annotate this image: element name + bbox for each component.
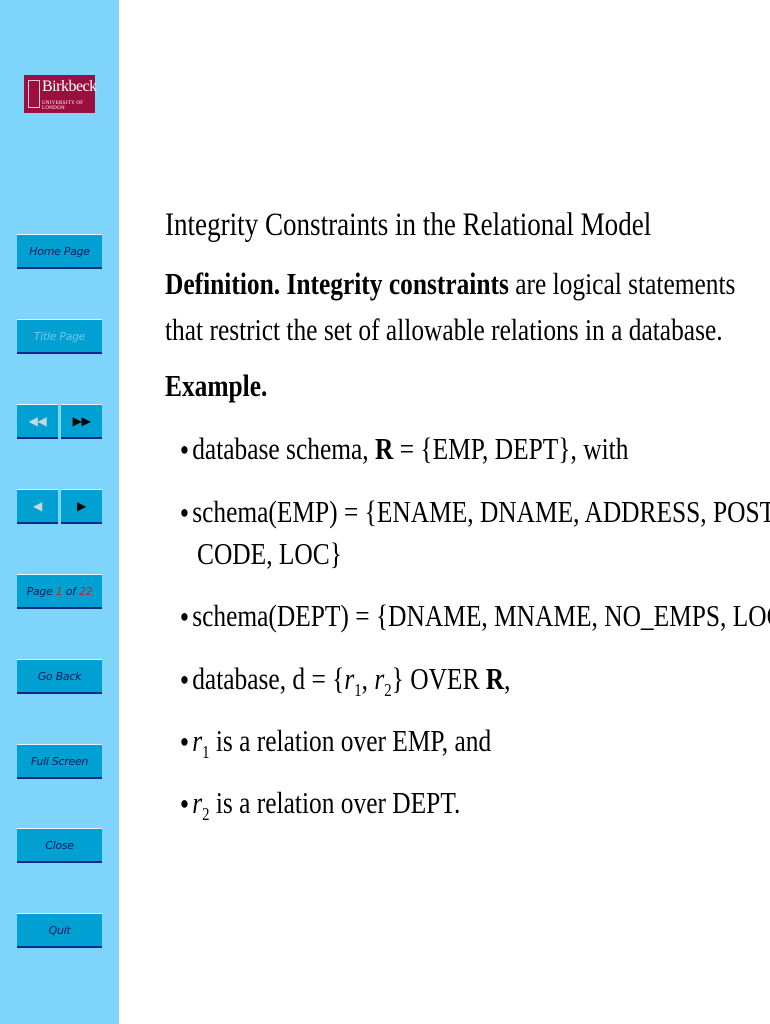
schema-symbol: R — [485, 661, 505, 696]
text: database, d = { — [192, 661, 345, 696]
subscript: 2 — [202, 804, 210, 825]
bullet-icon: ● — [180, 793, 189, 813]
bullet-icon: ● — [180, 502, 189, 522]
list-item: ●database schema, R = {EMP, DEPT}, with — [180, 431, 628, 467]
list-item: ●schema(DEPT) = {DNAME, MNAME, NO_EMPS, … — [180, 598, 770, 634]
definition-term: Integrity constraints — [286, 266, 509, 301]
page-word: Page — [26, 584, 53, 598]
definition-text: are logical statements — [515, 266, 736, 301]
next-page-button[interactable]: ▶ — [61, 489, 102, 524]
definition-label: Definition. — [165, 266, 281, 301]
text: schema(DEPT) = {DNAME, MNAME, NO_EMPS, L… — [192, 598, 770, 633]
list-item: ●schema(EMP) = {ENAME, DNAME, ADDRESS, P… — [180, 494, 770, 530]
full-screen-button[interactable]: Full Screen — [17, 744, 102, 779]
subscript: 1 — [354, 680, 362, 701]
list-item-continuation: CODE, LOC} — [197, 536, 342, 571]
list-item: ●r1 is a relation over EMP, and — [180, 723, 491, 763]
right-triangle-icon: ▶ — [77, 499, 86, 513]
previous-page-button[interactable]: ◀ — [17, 489, 58, 524]
r-symbol: r — [344, 661, 355, 696]
bullet-icon: ● — [180, 669, 189, 689]
r-symbol: r — [192, 723, 203, 758]
text: is a relation over EMP, and — [209, 723, 492, 758]
logo-name: Birkbeck — [42, 78, 97, 95]
crest-icon — [28, 80, 40, 108]
left-triangle-icon: ◀ — [33, 499, 42, 513]
go-back-button[interactable]: Go Back — [17, 659, 102, 694]
text: is a relation over DEPT. — [209, 785, 461, 820]
definition-line-1: Definition. Integrity constraints are lo… — [165, 266, 735, 302]
schema-symbol: R — [374, 431, 394, 466]
quit-button[interactable]: Quit — [17, 913, 102, 948]
bullet-icon: ● — [180, 439, 189, 459]
bullet-icon: ● — [180, 731, 189, 751]
page-of: of — [65, 584, 76, 598]
text: schema(EMP) = {ENAME, DNAME, ADDRESS, PO… — [192, 494, 770, 529]
r-symbol: r — [192, 785, 203, 820]
text: , — [361, 661, 375, 696]
first-page-button[interactable]: ◀◀ — [17, 404, 58, 439]
last-page-button[interactable]: ▶▶ — [61, 404, 102, 439]
subscript: 1 — [202, 742, 210, 763]
list-item: ●database, d = {r1, r2} OVER R, — [180, 661, 510, 701]
subscript: 2 — [384, 680, 392, 701]
birkbeck-logo: Birkbeck UNIVERSITY OF LONDON — [24, 75, 97, 113]
slide-title: Integrity Constraints in the Relational … — [165, 207, 652, 243]
example-heading: Example. — [165, 368, 268, 403]
list-item: ●r2 is a relation over DEPT. — [180, 785, 460, 825]
text: = {EMP, DEPT}, with — [393, 431, 629, 466]
page-current: 1 — [55, 584, 63, 598]
double-left-triangle-icon: ◀◀ — [28, 414, 47, 428]
page-total: 22 — [78, 584, 93, 598]
navigation-sidebar: Birkbeck UNIVERSITY OF LONDON Home Page … — [0, 0, 119, 1024]
text: database schema, — [192, 431, 375, 466]
page-indicator-button[interactable]: Page 1 of 22 — [17, 574, 102, 609]
definition-line-2: that restrict the set of allowable relat… — [165, 312, 723, 347]
home-page-button[interactable]: Home Page — [17, 234, 102, 269]
text: } OVER — [391, 661, 486, 696]
title-page-button[interactable]: Title Page — [17, 319, 102, 354]
bullet-icon: ● — [180, 606, 189, 626]
close-button[interactable]: Close — [17, 828, 102, 863]
r-symbol: r — [374, 661, 385, 696]
logo-subtitle: UNIVERSITY OF LONDON — [42, 101, 84, 111]
text: , — [504, 661, 511, 696]
double-right-triangle-icon: ▶▶ — [72, 414, 91, 428]
